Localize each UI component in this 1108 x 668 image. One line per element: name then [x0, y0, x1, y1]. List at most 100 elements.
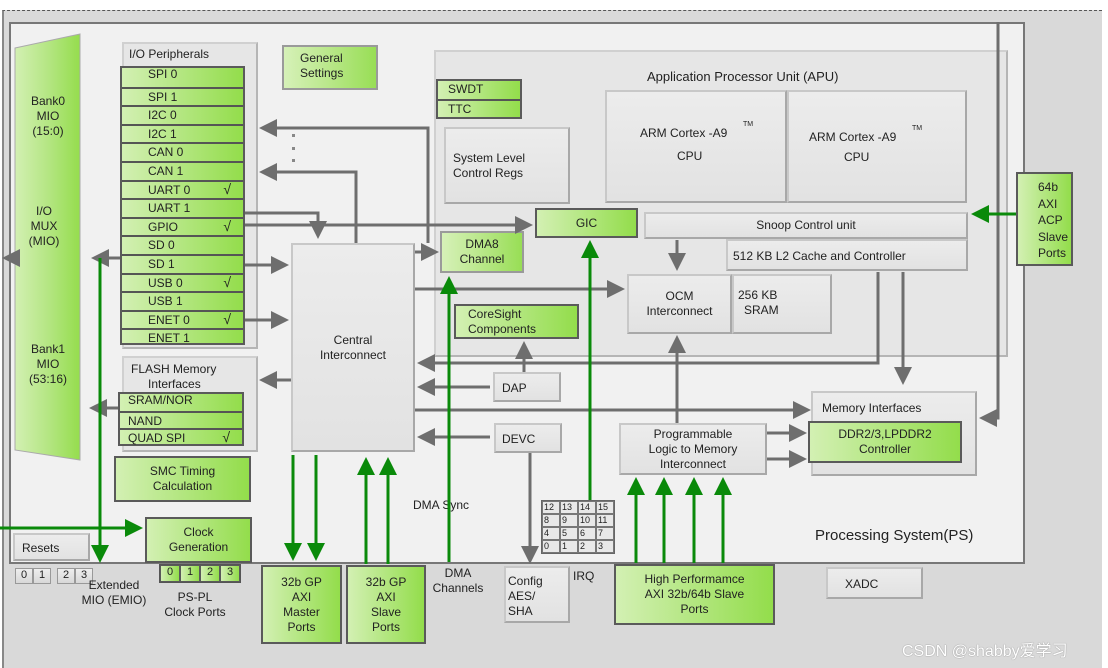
- io-peripheral-item[interactable]: I2C 0: [122, 105, 243, 123]
- cpu1-line2: CPU: [844, 150, 870, 164]
- emio-port-0[interactable]: 0: [15, 568, 33, 584]
- slcr-line2: Control Regs: [453, 166, 524, 180]
- l2-cache-block[interactable]: 512 KB L2 Cache and Controller: [726, 239, 968, 271]
- ttc-block[interactable]: TTC: [448, 102, 472, 116]
- irq-label: IRQ: [573, 569, 595, 583]
- wire-acp-memory: [979, 22, 1000, 427]
- config-aes-sha-block[interactable]: Config AES/ SHA: [504, 566, 570, 623]
- devc-block[interactable]: DEVC: [494, 423, 562, 453]
- snoop-label: Snoop Control unit: [756, 218, 856, 232]
- irq-cell: 8: [542, 514, 560, 527]
- irq-cell: 0: [542, 540, 560, 553]
- gp-master-line3: Master: [283, 604, 320, 619]
- pl-to-memory-interconnect-block[interactable]: Programmable Logic to Memory Interconnec…: [619, 423, 767, 475]
- flash-item[interactable]: NAND: [120, 411, 242, 429]
- mio-bank0-label: Bank0 MIO (15:0): [18, 94, 78, 139]
- cpu0-line1: ARM Cortex -A9: [640, 126, 728, 140]
- io-peripheral-item[interactable]: SPI 1: [122, 86, 243, 105]
- coresight-block[interactable]: CoreSight Components: [454, 304, 579, 339]
- io-mux-label: I/O MUX (MIO): [14, 204, 74, 249]
- clock-port-3[interactable]: 3: [220, 565, 240, 582]
- ocm-line2: Interconnect: [646, 304, 713, 318]
- io-peripheral-item[interactable]: UART 1: [122, 198, 243, 216]
- central-line1: Central: [333, 332, 373, 347]
- io-peripheral-item[interactable]: CAN 0: [122, 142, 243, 160]
- resets-block[interactable]: Resets: [13, 533, 90, 561]
- general-settings-line2: Settings: [300, 66, 344, 80]
- dma-channels-label: DMA Channels: [428, 566, 488, 596]
- cpu1-block[interactable]: ARM Cortex -A9 TM CPU: [787, 90, 967, 203]
- io-peripheral-item[interactable]: UART 0√: [122, 179, 243, 198]
- wire-periph-out-2: [259, 163, 358, 243]
- ocm-interconnect-block[interactable]: OCM Interconnect: [627, 274, 732, 334]
- pl-mem-line3: Interconnect: [659, 456, 727, 471]
- flash-item[interactable]: SRAM/NOR: [120, 392, 242, 410]
- hp-line2: AXI 32b/64b Slave: [644, 587, 745, 601]
- smc-timing-block[interactable]: SMC Timing Calculation: [114, 456, 251, 502]
- bank1-text: Bank1: [30, 342, 66, 356]
- central-interconnect-block[interactable]: Central Interconnect: [291, 243, 415, 452]
- emio-port-1[interactable]: 1: [33, 568, 51, 584]
- io-peripheral-label: SD 0: [148, 238, 175, 253]
- dap-block[interactable]: DAP: [493, 372, 561, 402]
- processing-system-label: Processing System(PS): [815, 527, 974, 544]
- snoop-control-block[interactable]: Snoop Control unit: [644, 212, 968, 239]
- mux-text: MUX: [30, 219, 58, 233]
- cpu0-block[interactable]: ARM Cortex -A9 TM CPU: [605, 90, 787, 203]
- sram-block[interactable]: 256 KB SRAM: [732, 274, 832, 334]
- acp-slave-ports-block[interactable]: 64b AXI ACP Slave Ports: [1016, 172, 1073, 266]
- general-settings-block[interactable]: General Settings: [282, 45, 378, 90]
- io-peripheral-item[interactable]: SPI 0: [122, 66, 243, 84]
- gp-slave-line2: AXI: [376, 589, 396, 604]
- wire-periph-in-1: [245, 211, 327, 239]
- io-peripheral-item[interactable]: USB 0√: [122, 272, 243, 291]
- emio-port-2[interactable]: 2: [57, 568, 75, 584]
- l2-cache-label: 512 KB L2 Cache and Controller: [733, 249, 906, 263]
- gp-master-line2: AXI: [291, 589, 312, 604]
- io-peripheral-item[interactable]: GPIO√: [122, 216, 243, 235]
- system-level-control-block[interactable]: System Level Control Regs: [444, 127, 570, 204]
- ddr-controller-block[interactable]: DDR2/3,LPDDR2 Controller: [808, 421, 962, 463]
- io-peripheral-label: ENET 1: [148, 331, 190, 346]
- gp-master-line4: Ports: [287, 619, 316, 634]
- hp-slave-ports-block[interactable]: High Performamce AXI 32b/64b Slave Ports: [614, 564, 775, 625]
- clock-generation-block[interactable]: Clock Generation: [145, 517, 252, 563]
- irq-cell: 11: [596, 514, 614, 527]
- bank0-range-text: (15:0): [32, 124, 64, 138]
- swdt-block[interactable]: SWDT: [448, 82, 484, 96]
- flash-item[interactable]: QUAD SPI√: [120, 428, 242, 446]
- gp-master-ports-block[interactable]: 32b GP AXI Master Ports: [261, 565, 342, 644]
- gp-slave-line4: Ports: [371, 619, 400, 634]
- io-peripheral-item[interactable]: SD 1: [122, 254, 243, 272]
- ellipsis-dot-3: [292, 159, 295, 162]
- io-peripheral-item[interactable]: I2C 1: [122, 123, 243, 142]
- io-peripheral-item[interactable]: ENET 1: [122, 328, 243, 346]
- clock-ports-line2: Clock Ports: [164, 605, 226, 619]
- gp-slave-ports-block[interactable]: 32b GP AXI Slave Ports: [346, 565, 426, 644]
- apu-title: Application Processor Unit (APU): [647, 69, 839, 84]
- dma8-block[interactable]: DMA8 Channel: [440, 231, 524, 273]
- io-peripheral-item[interactable]: SD 0: [122, 235, 243, 253]
- io-peripheral-item[interactable]: CAN 1: [122, 161, 243, 179]
- xadc-block[interactable]: XADC: [826, 567, 923, 599]
- clock-port-0[interactable]: 0: [160, 565, 180, 582]
- hp-line1: High Performamce: [644, 572, 745, 586]
- io-peripheral-label: SPI 1: [148, 89, 178, 104]
- emio-port-3[interactable]: 3: [75, 568, 93, 584]
- ellipsis-dot-2: [292, 147, 295, 150]
- config-line2: AES/: [508, 589, 536, 603]
- clock-port-2[interactable]: 2: [200, 565, 220, 582]
- io-peripheral-label: UART 0: [148, 182, 191, 197]
- io-peripheral-item[interactable]: ENET 0√: [122, 309, 243, 328]
- io-peripheral-item[interactable]: USB 1: [122, 291, 243, 309]
- flash-item-label: QUAD SPI: [128, 431, 186, 445]
- gic-block[interactable]: GIC: [535, 208, 638, 238]
- dap-label: DAP: [502, 381, 527, 395]
- clock-port-1[interactable]: 1: [180, 565, 200, 582]
- smc-line2: Calculation: [152, 479, 213, 493]
- gp-master-line1: 32b GP: [281, 574, 322, 589]
- sram-line2: SRAM: [744, 303, 779, 317]
- mux-mio-text: (MIO): [28, 234, 60, 248]
